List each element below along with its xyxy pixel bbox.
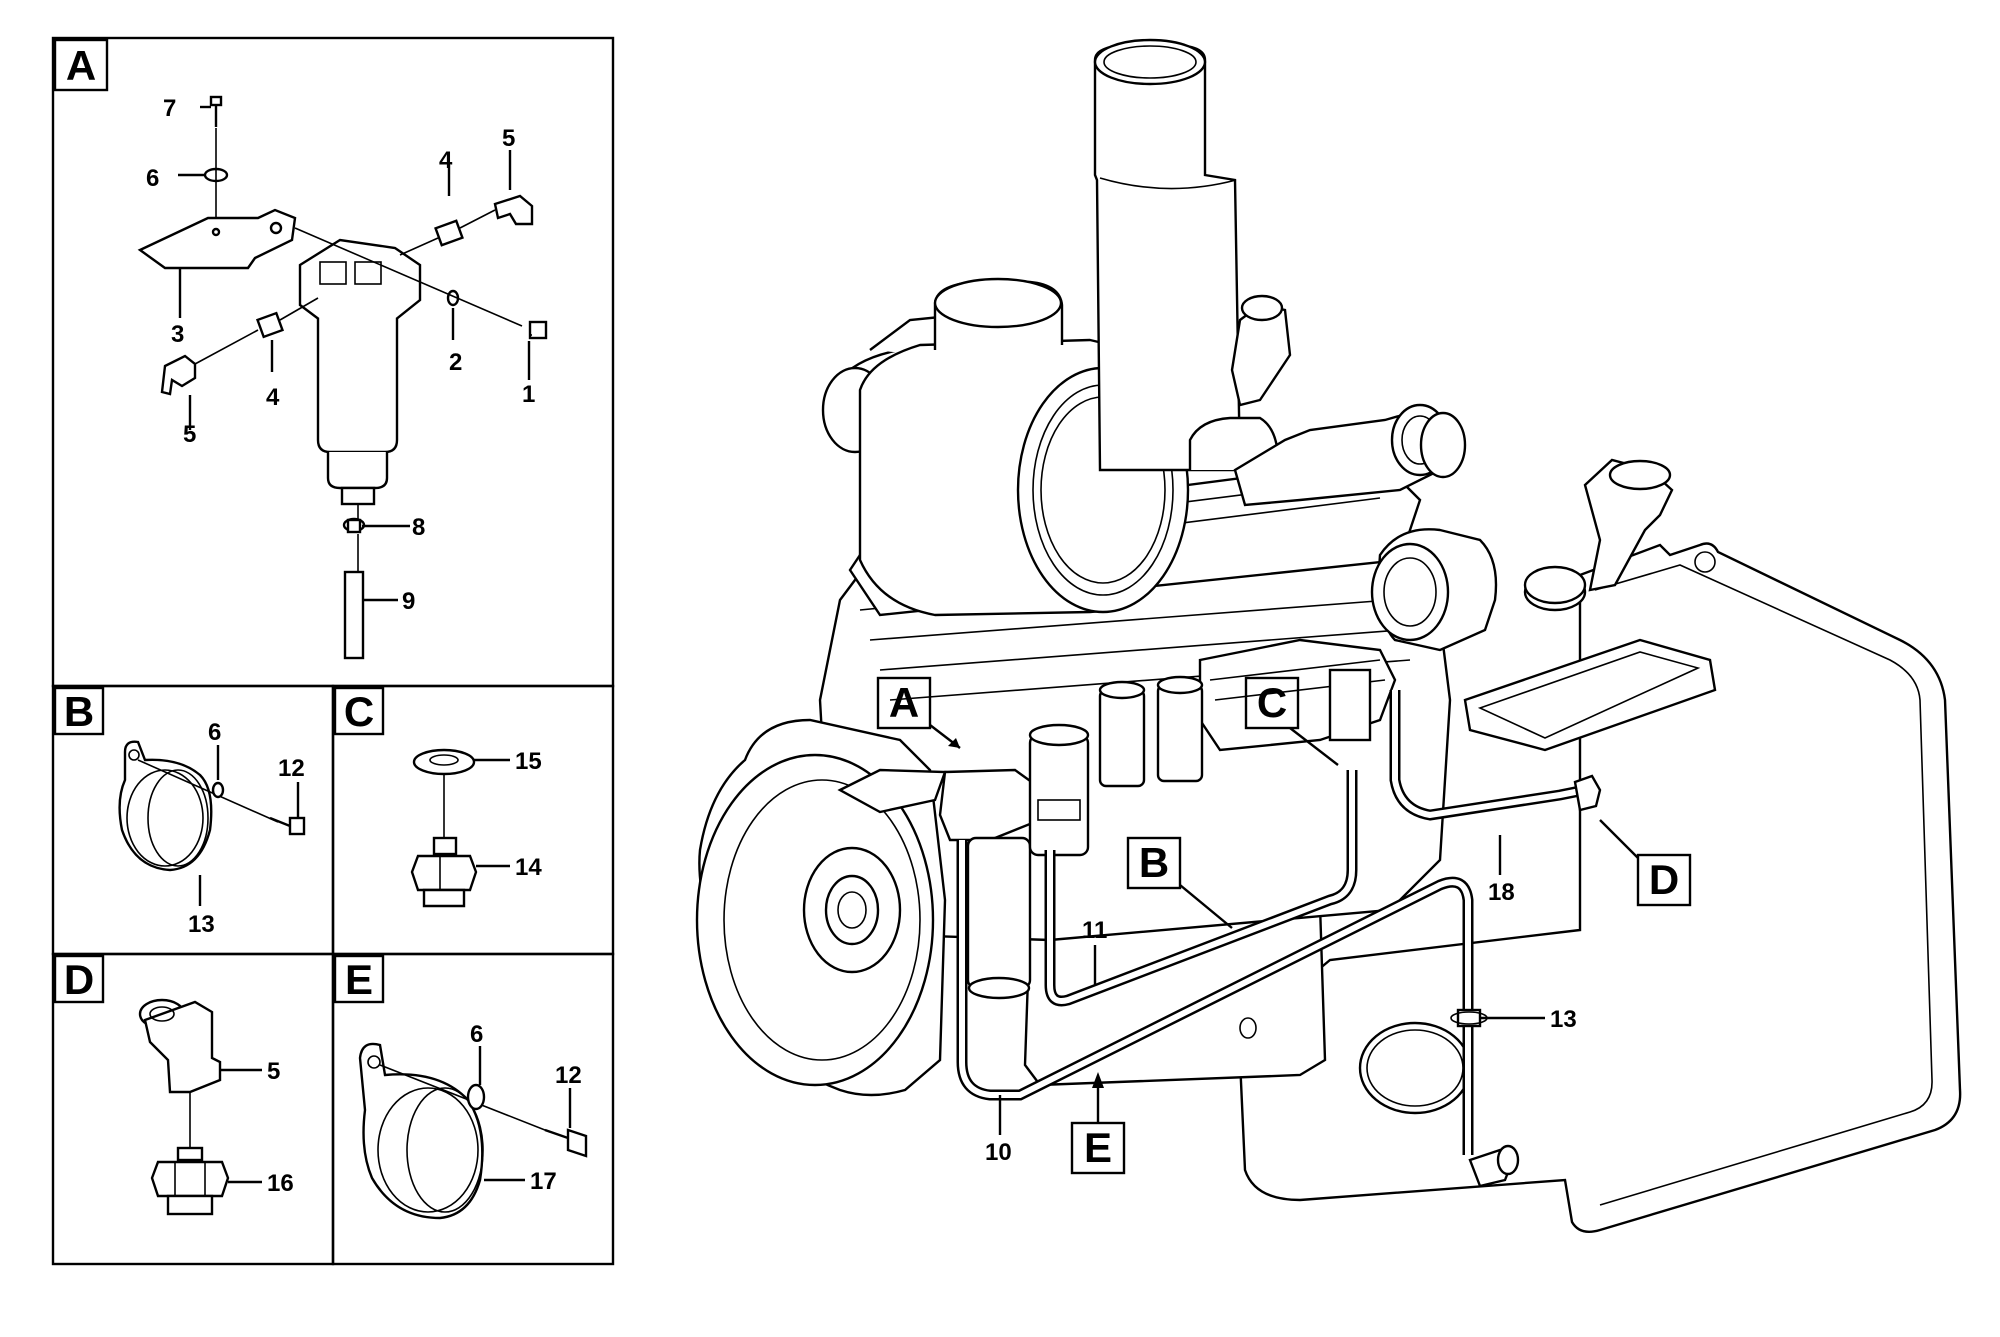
part-num-15: 15 [515, 748, 542, 775]
elbow-5-upper [459, 150, 534, 229]
part-num-12: 12 [278, 755, 305, 782]
adapter-4-lower [255, 297, 319, 372]
svg-text:C: C [344, 688, 374, 735]
callout-b: B [1126, 836, 1233, 929]
part-num-5: 5 [183, 421, 196, 448]
washer-6 [466, 1083, 486, 1111]
engine-illustration [695, 38, 1962, 1233]
panel-e-label: E [333, 954, 385, 1004]
part-num-2: 2 [449, 349, 462, 376]
panel-c-frame [331, 684, 615, 956]
part-num-8: 8 [412, 514, 425, 541]
adapter-4-upper [399, 165, 464, 256]
panel-a-drawing: 7 6 3 4 5 2 1 4 5 8 9 [137, 95, 548, 660]
bracket-3 [137, 208, 297, 270]
washer-6 [211, 781, 225, 799]
part-num-14: 14 [515, 854, 542, 881]
part-num-13: 13 [188, 911, 215, 938]
panel-d-label: D [53, 954, 105, 1004]
washer-15 [412, 748, 476, 776]
part-num-6: 6 [470, 1021, 483, 1048]
panel-b-drawing: 6 12 13 [118, 719, 306, 938]
part-num-6: 6 [146, 165, 159, 192]
svg-text:E: E [1084, 1124, 1112, 1171]
panel-c-label: C [333, 686, 385, 736]
panel-c-drawing: 15 14 [410, 748, 542, 908]
part-num-5: 5 [502, 125, 515, 152]
part-num-6: 6 [208, 719, 221, 746]
callout-d: D [1599, 819, 1692, 907]
screw-7 [200, 95, 223, 127]
part-num-16: 16 [267, 1170, 294, 1197]
part-num-4: 4 [439, 147, 453, 174]
bolt-12 [269, 782, 306, 836]
filter-bowl [316, 318, 399, 454]
part-num-11: 11 [1082, 917, 1107, 944]
plug-14 [410, 836, 510, 908]
svg-text:B: B [64, 688, 94, 735]
panel-e-drawing: 6 12 17 [358, 1021, 588, 1220]
svg-text:E: E [345, 956, 373, 1003]
panel-d-drawing: 5 16 [138, 998, 294, 1216]
part-num-9: 9 [402, 588, 415, 615]
part-num-10: 10 [985, 1139, 1012, 1166]
callout-a: A [876, 676, 961, 749]
svg-text:B: B [1139, 839, 1169, 886]
access-cover [1463, 638, 1717, 752]
part-num-3: 3 [171, 321, 184, 348]
panel-d-frame [51, 952, 335, 1266]
clamp-17 [358, 1042, 484, 1220]
bolt-1 [527, 320, 548, 380]
adapter-16 [150, 1146, 262, 1216]
part-num-17: 17 [530, 1168, 557, 1195]
callout-c: C [1244, 676, 1339, 766]
part-num-13: 13 [1550, 1006, 1577, 1033]
callout-e: E [1070, 1072, 1126, 1175]
panel-e-frame [331, 952, 615, 1266]
part-num-4: 4 [266, 384, 280, 411]
panel-b-label: B [53, 686, 105, 736]
part-num-5: 5 [267, 1058, 280, 1085]
elbow-5 [138, 998, 262, 1094]
exhaust-stack [1093, 43, 1242, 472]
part-num-12: 12 [555, 1062, 582, 1089]
main-part-numbers: 10 11 18 13 [985, 835, 1577, 1166]
part-num-7: 7 [163, 95, 176, 122]
part-num-1: 1 [522, 381, 535, 408]
svg-text:A: A [66, 42, 96, 89]
round-cover [1358, 1021, 1472, 1115]
elbow-5-lower [160, 329, 259, 430]
svg-text:D: D [64, 956, 94, 1003]
svg-text:A: A [889, 679, 919, 726]
panel-a-label: A [53, 38, 109, 92]
hose-9 [343, 534, 398, 660]
fuel-lines [956, 690, 1602, 1188]
filter-head [298, 238, 422, 322]
svg-text:D: D [1649, 856, 1679, 903]
svg-text:C: C [1257, 679, 1287, 726]
drain-8 [342, 517, 410, 534]
clamp-13 [118, 740, 213, 872]
part-num-18: 18 [1488, 879, 1515, 906]
bolt-12 [544, 1088, 588, 1158]
